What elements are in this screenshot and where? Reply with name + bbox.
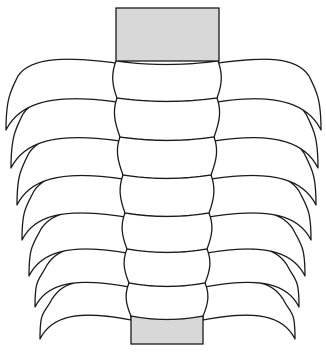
right-side-plate (203, 282, 295, 339)
core-segments-group (113, 61, 222, 320)
core-segment (126, 283, 208, 320)
core-segment (113, 61, 222, 102)
core-segment (117, 137, 216, 179)
top-end-cap (116, 8, 219, 61)
bottom-end-cap (131, 316, 203, 344)
left-side-plate (40, 282, 131, 339)
core-segment (124, 249, 210, 287)
core-segment (120, 175, 214, 217)
core-segment (114, 98, 219, 141)
core-segment (122, 213, 212, 253)
